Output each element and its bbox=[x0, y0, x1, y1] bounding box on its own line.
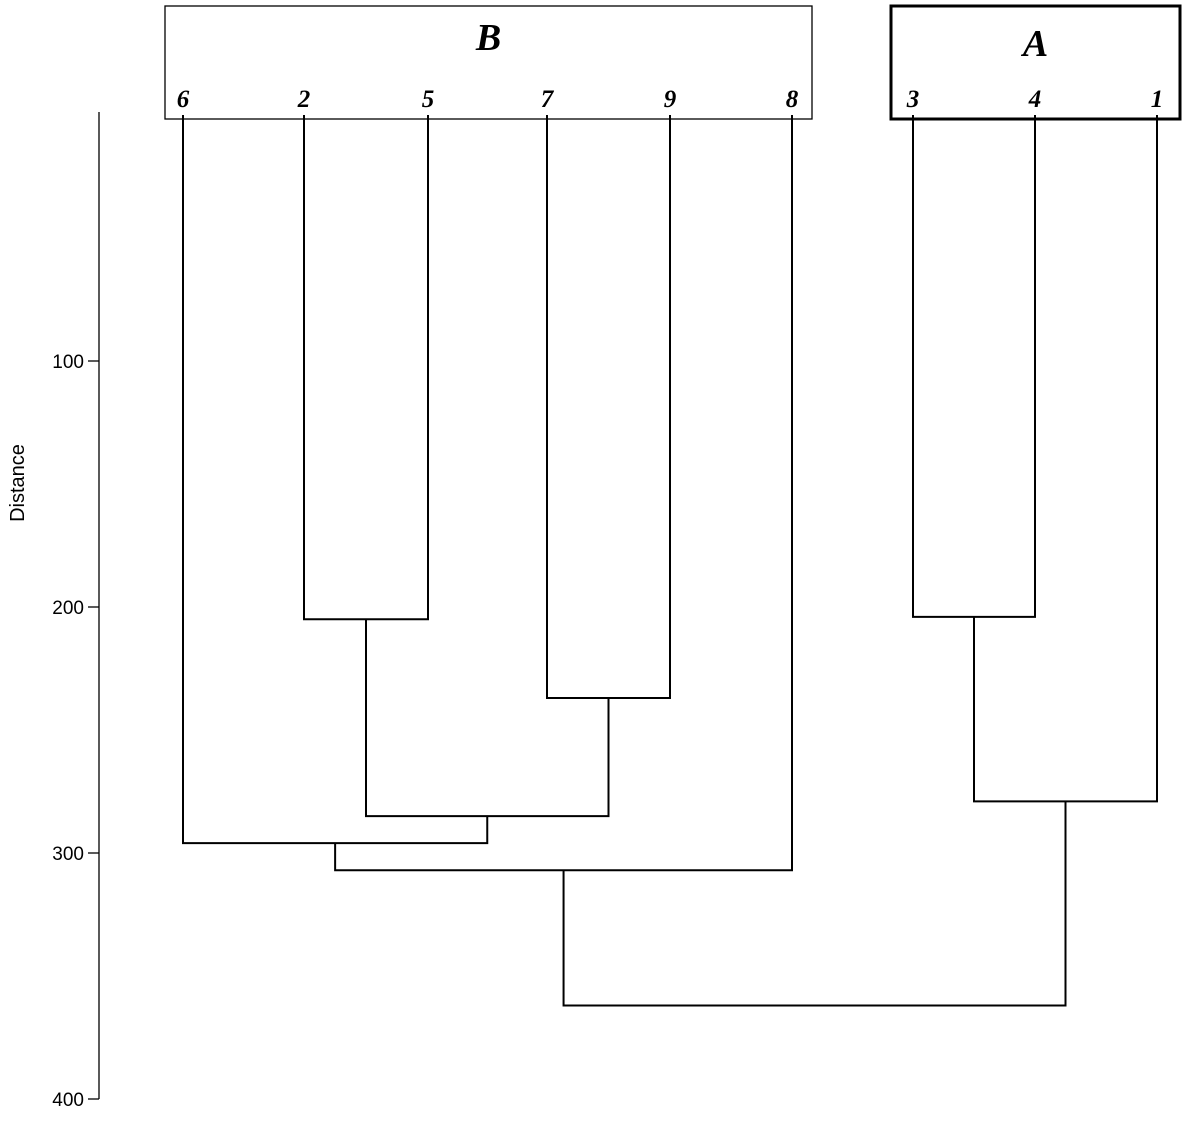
leaf-label: 4 bbox=[1028, 86, 1042, 113]
dendrogram-branch bbox=[546, 115, 671, 700]
leaf-label: 9 bbox=[664, 86, 677, 113]
leaf-label: 3 bbox=[906, 86, 920, 113]
dendrogram-branches bbox=[182, 115, 1158, 1007]
leaf-label: 6 bbox=[177, 86, 190, 113]
dendrogram-branch bbox=[365, 619, 610, 818]
y-axis: Distance 100 200 300 400 bbox=[7, 112, 100, 1111]
dendrogram-branch bbox=[973, 115, 1158, 803]
y-tick-label: 200 bbox=[52, 598, 84, 619]
leaf-label: 7 bbox=[541, 86, 555, 113]
leaf-label: 5 bbox=[422, 86, 435, 113]
dendrogram-branch bbox=[562, 801, 1067, 1007]
y-tick-label: 100 bbox=[52, 352, 84, 373]
y-axis-title: Distance bbox=[7, 444, 29, 522]
leaf-labels: 6 2 5 7 9 8 3 4 1 bbox=[177, 86, 1164, 113]
y-tick-label: 400 bbox=[52, 1090, 84, 1111]
group-box-b bbox=[164, 5, 813, 120]
dendrogram-branch bbox=[912, 115, 1036, 618]
leaf-label: 1 bbox=[1151, 86, 1164, 113]
y-axis-ticks: 100 200 300 400 bbox=[52, 352, 99, 1111]
group-title-b: B bbox=[475, 17, 501, 59]
leaf-label: 2 bbox=[297, 86, 311, 113]
leaf-label: 8 bbox=[786, 86, 799, 113]
dendrogram-branch bbox=[303, 115, 429, 621]
group-title-a: A bbox=[1021, 23, 1048, 65]
dendrogram-branch bbox=[182, 115, 489, 845]
y-tick-label: 300 bbox=[52, 844, 84, 865]
dendrogram-branch bbox=[334, 115, 793, 872]
